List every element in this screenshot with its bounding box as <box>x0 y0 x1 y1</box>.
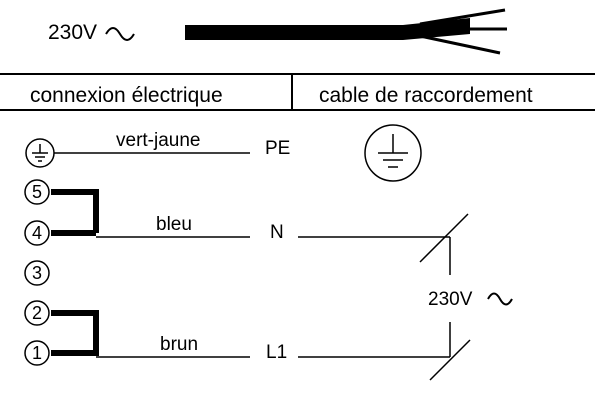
ground-symbol-icon <box>364 124 422 182</box>
ac-symbol-icon <box>105 27 135 41</box>
terminal-1: 1 <box>24 340 50 366</box>
terminal-5-number: 5 <box>32 182 42 202</box>
bridge-2-1 <box>51 310 99 356</box>
neutral-conductor-label: N <box>270 222 284 243</box>
cable-voltage-label: 230V <box>428 289 473 310</box>
live-conductor-label: L1 <box>266 342 287 363</box>
terminal-1-number: 1 <box>32 343 42 363</box>
bridge-5-4 <box>51 189 99 233</box>
terminal-3-number: 3 <box>32 263 42 283</box>
earth-conductor-label: PE <box>265 138 290 159</box>
cable-icon <box>185 8 507 55</box>
live-cable-tick <box>429 339 471 381</box>
terminal-1-lead <box>51 350 96 356</box>
terminal-4-lead <box>51 230 96 236</box>
neutral-cable-tick <box>419 213 469 263</box>
neutral-wire-color-label: bleu <box>156 214 192 235</box>
supply-voltage-label: 230V <box>48 21 97 44</box>
header-electrical-connection: connexion électrique <box>30 84 223 107</box>
earth-wire-color-label: vert-jaune <box>116 130 201 151</box>
header-connection-cable: cable de raccordement <box>319 84 533 107</box>
header-table <box>0 73 595 111</box>
terminal-3: 3 <box>24 260 50 286</box>
terminal-4-number: 4 <box>32 223 42 243</box>
live-wire-color-label: brun <box>160 334 198 355</box>
terminal-2: 2 <box>24 300 50 326</box>
terminal-2-number: 2 <box>32 303 42 323</box>
cable-ac-symbol-icon <box>487 292 513 306</box>
earth-terminal-icon <box>25 138 55 168</box>
terminal-4: 4 <box>24 220 50 246</box>
terminal-5: 5 <box>24 179 50 205</box>
